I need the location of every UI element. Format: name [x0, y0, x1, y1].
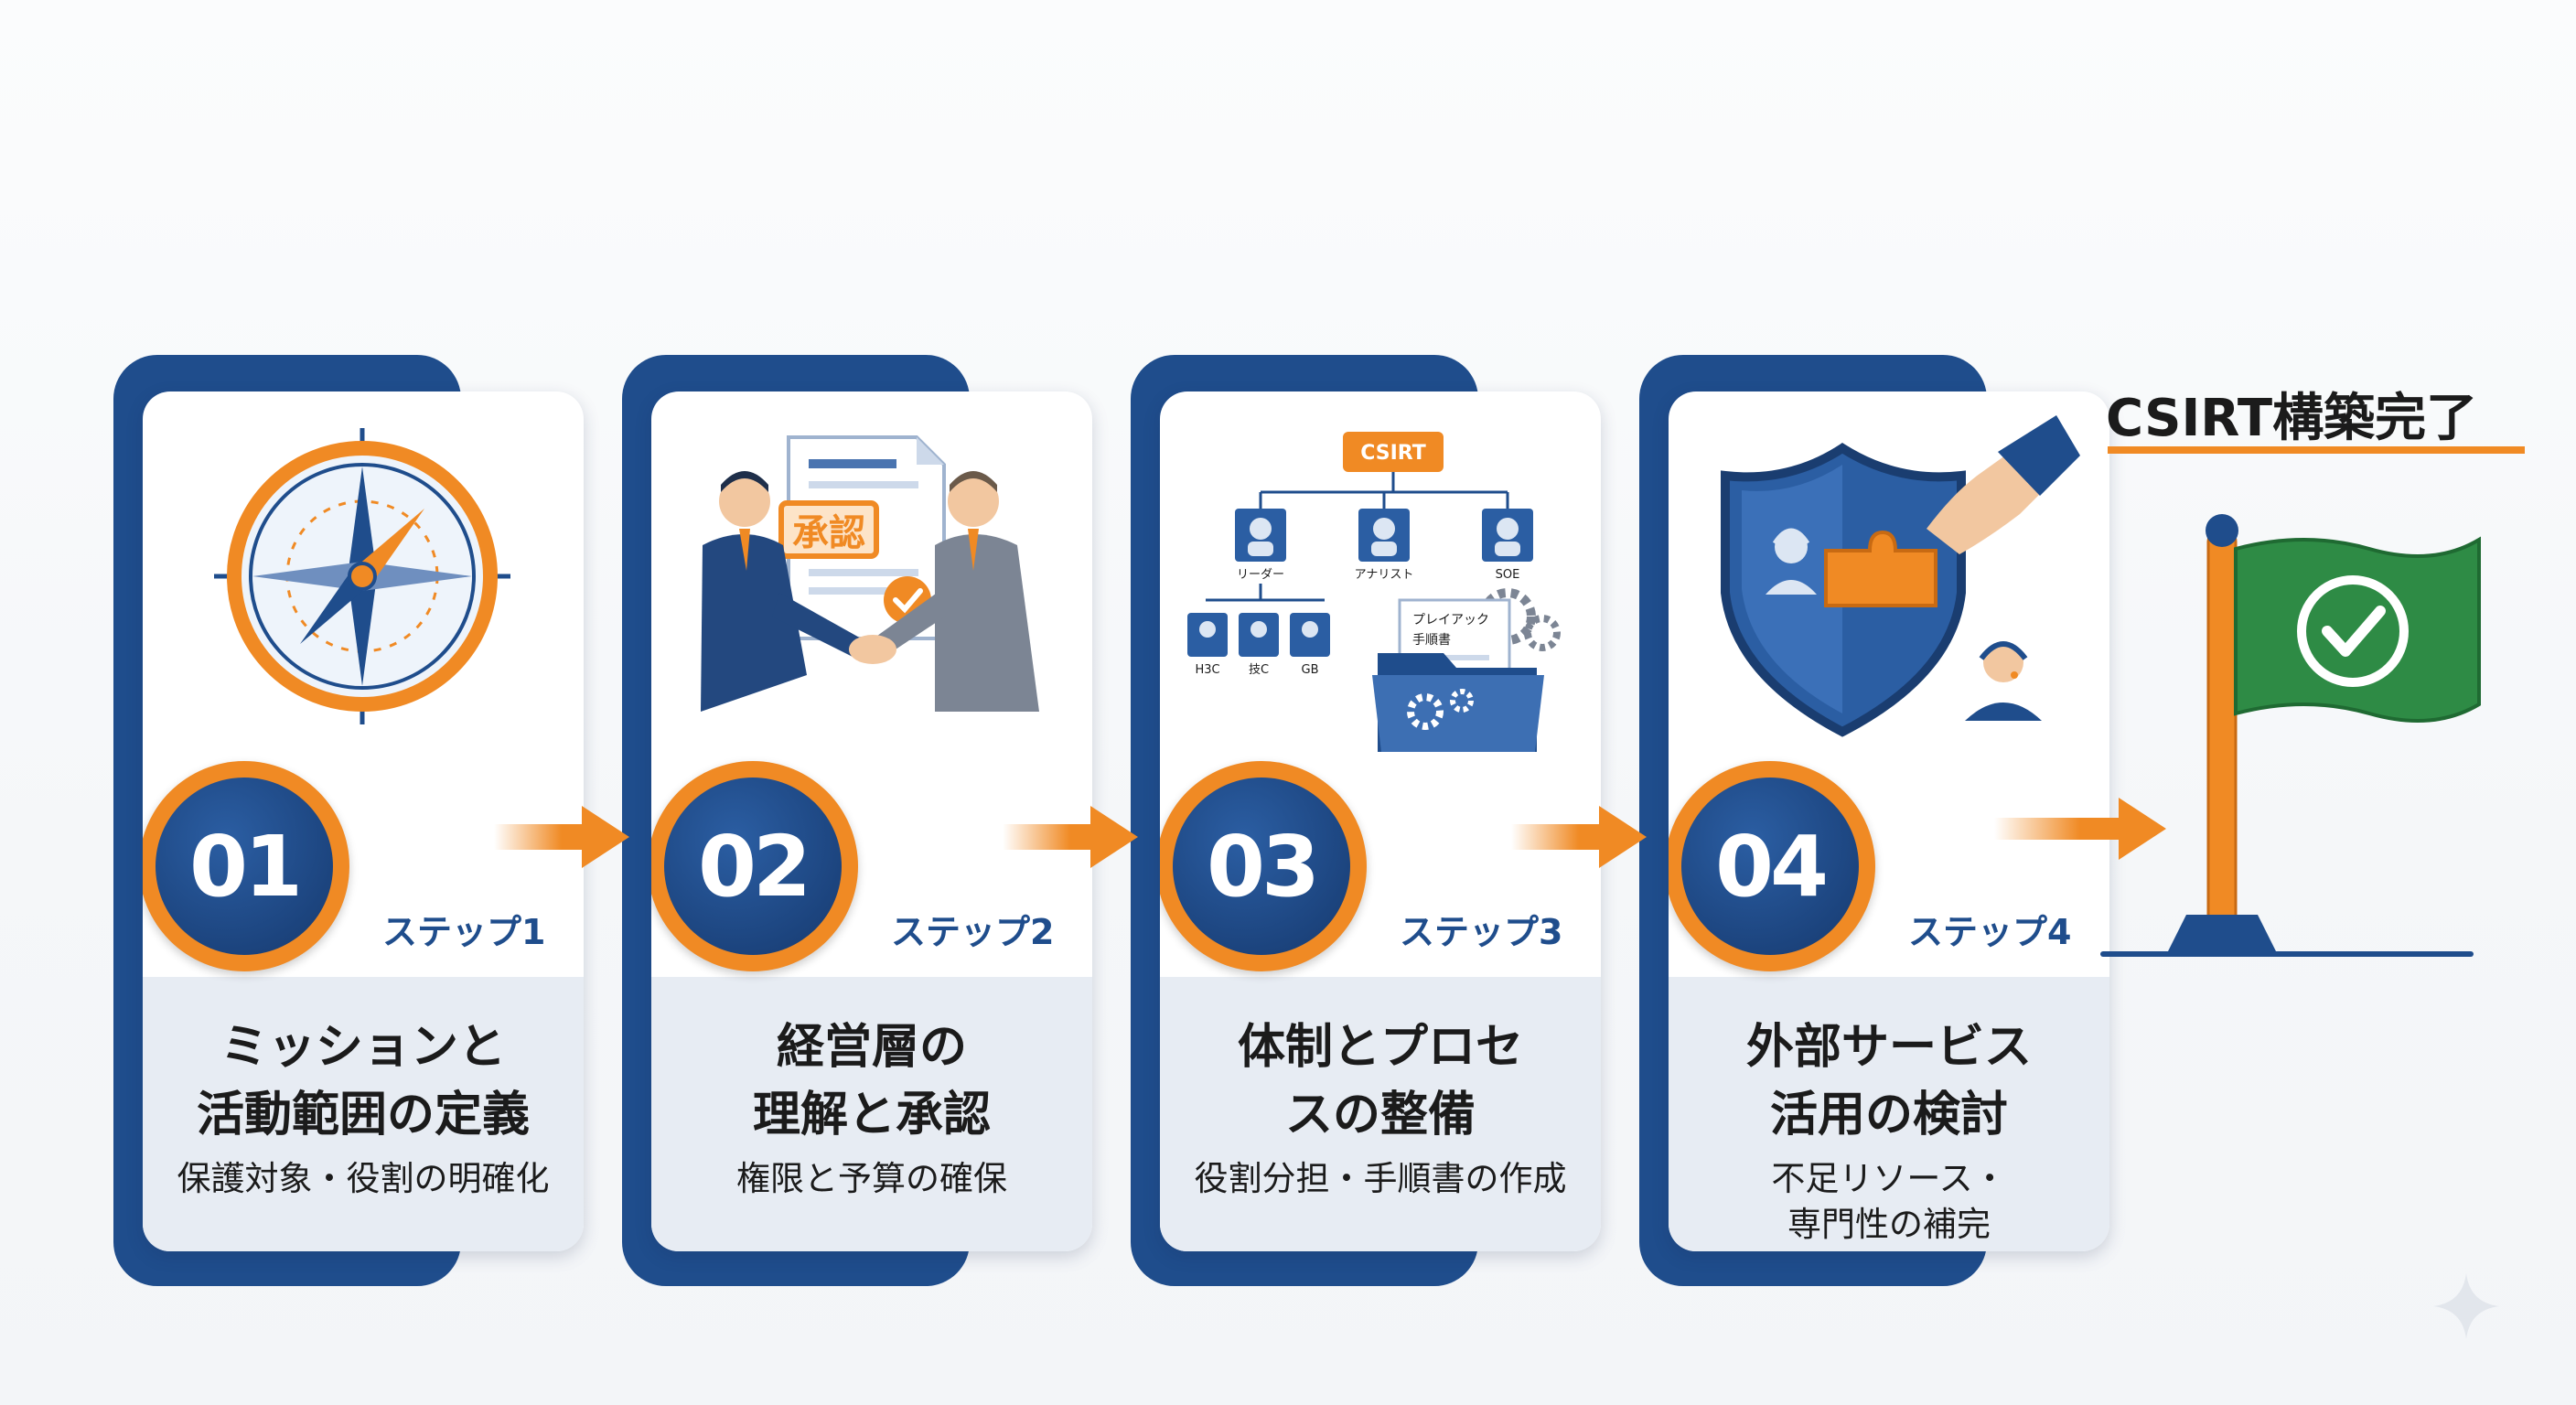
ground-line	[2100, 951, 2474, 957]
doc-line: 手順書	[1412, 633, 1451, 648]
step-card-1: 01 ステップ1 ミッションと 活動範囲の定義 保護対象・役割の明確化	[113, 355, 589, 1286]
step-subtitle: 役割分担・手順書の作成	[1194, 1159, 1567, 1198]
step-label: ステップ4	[1908, 912, 2072, 952]
step-card-3: CSIRT リーダー アナリスト SOE H	[1131, 355, 1606, 1286]
card-body: 01 ステップ1 ミッションと 活動範囲の定義 保護対象・役割の明確化	[143, 391, 584, 1251]
goal-title: CSIRT構築完了	[2106, 389, 2478, 448]
compass-icon	[214, 428, 510, 724]
org-sub-label: 技C	[1249, 663, 1269, 677]
step-card-2: 承認 02 ステップ2 経営層の 理解と承認 権限と予算の確保	[622, 355, 1098, 1286]
card-lower-panel	[1669, 977, 2109, 1251]
step-label: ステップ2	[891, 912, 1055, 952]
goal-underline	[2108, 446, 2525, 454]
shield-puzzle-icon	[1721, 415, 2080, 737]
card-body: 承認 02 ステップ2 経営層の 理解と承認 権限と予算の確保	[651, 391, 1092, 1251]
arrow-right-icon	[1994, 798, 2166, 860]
step-subtitle: 保護対象・役割の明確化	[177, 1159, 550, 1198]
step-label: ステップ3	[1400, 912, 1563, 952]
org-top-label: CSIRT	[1360, 442, 1426, 465]
card-lower-panel	[1160, 977, 1601, 1251]
org-role-label: リーダー	[1237, 568, 1284, 582]
step-number: 03	[1173, 778, 1350, 955]
step-number: 02	[664, 778, 842, 955]
org-chart-icon: CSIRT リーダー アナリスト SOE H	[1187, 432, 1561, 752]
org-role-label: SOE	[1496, 568, 1520, 582]
step-subtitle: 不足リソース・ 専門性の補完	[1771, 1159, 2007, 1244]
handshake-approval-icon: 承認	[701, 435, 1039, 712]
arrow-right-icon	[1511, 806, 1647, 868]
step-title: 体制とプロセ スの整備	[1237, 1020, 1523, 1142]
step-title: 経営層の 理解と承認	[752, 1020, 991, 1142]
card-body: CSIRT リーダー アナリスト SOE H	[1160, 391, 1601, 1251]
step-number-badge: 04	[1669, 761, 1875, 971]
step-title: 外部サービス 活用の検討	[1745, 1020, 2032, 1142]
doc-line: プレイアック	[1412, 613, 1489, 627]
step-card-4: 04 ステップ4 外部サービス 活用の検討 不足リソース・ 専門性の補完	[1639, 355, 2115, 1286]
card-lower-panel	[651, 977, 1092, 1251]
approval-stamp: 承認	[792, 512, 865, 554]
arrow-right-icon	[494, 806, 629, 868]
arrow-right-icon	[1003, 806, 1138, 868]
card-body: 04 ステップ4 外部サービス 活用の検討 不足リソース・ 専門性の補完	[1669, 391, 2109, 1251]
org-sub-label: H3C	[1195, 663, 1219, 677]
step-number-badge: 03	[1160, 761, 1367, 971]
card-lower-panel	[143, 977, 584, 1251]
step-title: ミッションと 活動範囲の定義	[196, 1020, 530, 1142]
org-role-label: アナリスト	[1355, 568, 1414, 582]
flag-check-icon	[2168, 514, 2481, 951]
step-number-badge: 02	[651, 761, 858, 971]
step-label: ステップ1	[382, 912, 546, 952]
step-number: 04	[1681, 778, 1859, 955]
org-sub-label: GB	[1302, 663, 1319, 677]
step-number: 01	[156, 778, 333, 955]
step-number-badge: 01	[143, 761, 349, 971]
step-subtitle: 権限と予算の確保	[736, 1159, 1007, 1198]
sparkle-icon	[2433, 1273, 2499, 1339]
